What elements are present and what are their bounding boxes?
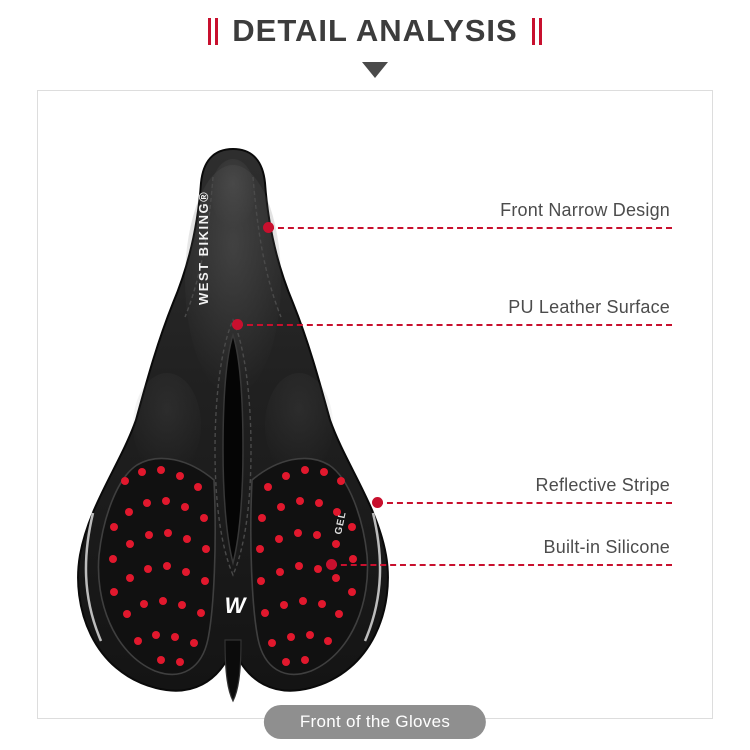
pad-dots-left xyxy=(109,466,210,666)
reflective-stripe-left xyxy=(84,512,103,642)
callout-dashed-line xyxy=(331,564,672,566)
callout-label: Front Narrow Design xyxy=(500,200,670,220)
reflective-stripe-right xyxy=(363,512,382,642)
saddle-nose-highlight xyxy=(211,159,255,227)
brand-logo-text: W xyxy=(225,593,248,618)
pointer-down-icon xyxy=(362,62,388,78)
callout-pu-leather-surface: PU Leather Surface xyxy=(232,297,672,330)
saddle-center-cutout xyxy=(222,332,244,566)
gel-label-text: GEL xyxy=(333,510,349,535)
saddle-wing-highlight-right xyxy=(265,373,333,477)
callout-dot xyxy=(263,222,274,233)
page-title: DETAIL ANALYSIS xyxy=(232,13,518,48)
footer-banner: Front of the Gloves xyxy=(263,705,487,739)
callout-label: Built-in Silicone xyxy=(543,537,670,557)
saddle-tail-slit xyxy=(224,639,242,703)
saddle-svg: WEST BIKING® GEL W xyxy=(77,147,389,703)
stitch-seam-right xyxy=(252,176,282,318)
title-accent-left-icon xyxy=(208,17,219,45)
brand-text: WEST BIKING® xyxy=(196,191,211,305)
callout-dot xyxy=(372,497,383,508)
pad-dots-right xyxy=(256,466,357,666)
title-accent-right-icon xyxy=(531,17,542,45)
callout-built-in-silicone: Built-in Silicone xyxy=(326,537,672,570)
title-row: DETAIL ANALYSIS xyxy=(0,13,750,49)
callout-dot xyxy=(326,559,337,570)
callout-reflective-stripe: Reflective Stripe xyxy=(372,475,672,508)
callout-label: Reflective Stripe xyxy=(535,475,670,495)
product-image: WEST BIKING® GEL W xyxy=(55,135,425,710)
callout-dashed-line xyxy=(377,502,672,504)
footer-label: Front of the Gloves xyxy=(299,712,451,731)
callout-dot xyxy=(232,319,243,330)
callout-front-narrow-design: Front Narrow Design xyxy=(263,200,672,233)
saddle-wing-highlight-left xyxy=(133,373,201,477)
stitch-cutout-outline xyxy=(214,318,252,577)
callout-dashed-line xyxy=(268,227,672,229)
saddle-gloss-highlight xyxy=(185,165,281,395)
callout-dashed-line xyxy=(237,324,672,326)
stitch-seam-left xyxy=(184,176,214,318)
callout-label: PU Leather Surface xyxy=(508,297,670,317)
